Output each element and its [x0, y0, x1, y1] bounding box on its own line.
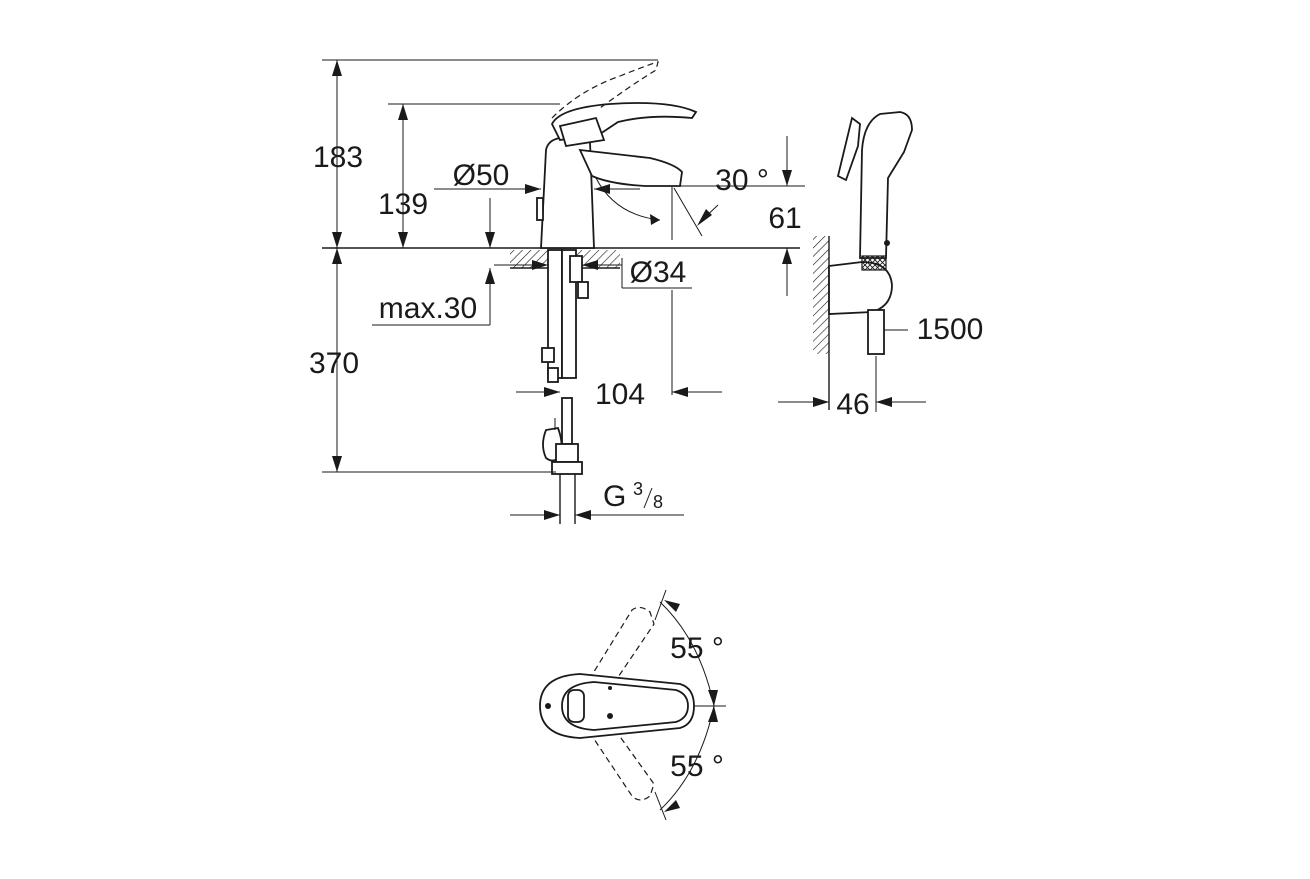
top-cartridge	[567, 689, 585, 723]
lever-ghost-left	[583, 606, 655, 693]
mixer-dimensions: 183 139 Ø50 30 ° 61	[309, 59, 805, 520]
valve-connector	[555, 443, 579, 463]
dim-connection-prefix: G	[603, 480, 626, 513]
dim-projection: 104	[595, 378, 645, 411]
handle-grip-ring	[861, 255, 887, 271]
dim-spout-angle: 30 °	[715, 164, 769, 197]
connection-nut	[551, 461, 583, 475]
hose-fitting	[541, 347, 555, 363]
pop-up-rod	[536, 197, 544, 221]
shower-handle	[859, 111, 913, 259]
dim-spout-height: 61	[768, 202, 801, 235]
mixer-side-view	[322, 61, 800, 524]
dim-hose-length: 1500	[917, 313, 984, 346]
lever-cartridge	[558, 116, 606, 148]
dim-hole-diameter: Ø34	[630, 256, 687, 289]
dim-below-deck: 370	[309, 347, 359, 380]
dim-swivel-up: 55 °	[670, 632, 724, 665]
hose-end	[547, 367, 559, 383]
dim-height-total: 183	[313, 141, 363, 174]
dim-connection-numerator: 3	[633, 479, 643, 499]
dim-height-spout: 139	[378, 188, 428, 221]
dim-base-diameter: Ø50	[453, 159, 510, 192]
top-lever	[561, 681, 689, 731]
hand-shower-view: 1500 46	[778, 111, 984, 421]
fixing-bolt	[577, 281, 589, 299]
wall-hatch	[813, 236, 829, 354]
mixer-top-view: 55 ° 55 °	[539, 589, 726, 821]
lower-hose	[561, 397, 573, 445]
hose-outlet	[867, 309, 885, 355]
tap-spout	[578, 148, 683, 187]
shower-trigger	[836, 116, 861, 182]
dim-swivel-down: 55 °	[670, 750, 724, 783]
dim-connection-denominator: 8	[653, 492, 663, 512]
fixing-nut	[569, 255, 583, 283]
lever-raised-ghost	[551, 61, 659, 119]
dim-holder-depth: 46	[836, 388, 869, 421]
dim-max-thickness: max.30	[379, 292, 477, 325]
